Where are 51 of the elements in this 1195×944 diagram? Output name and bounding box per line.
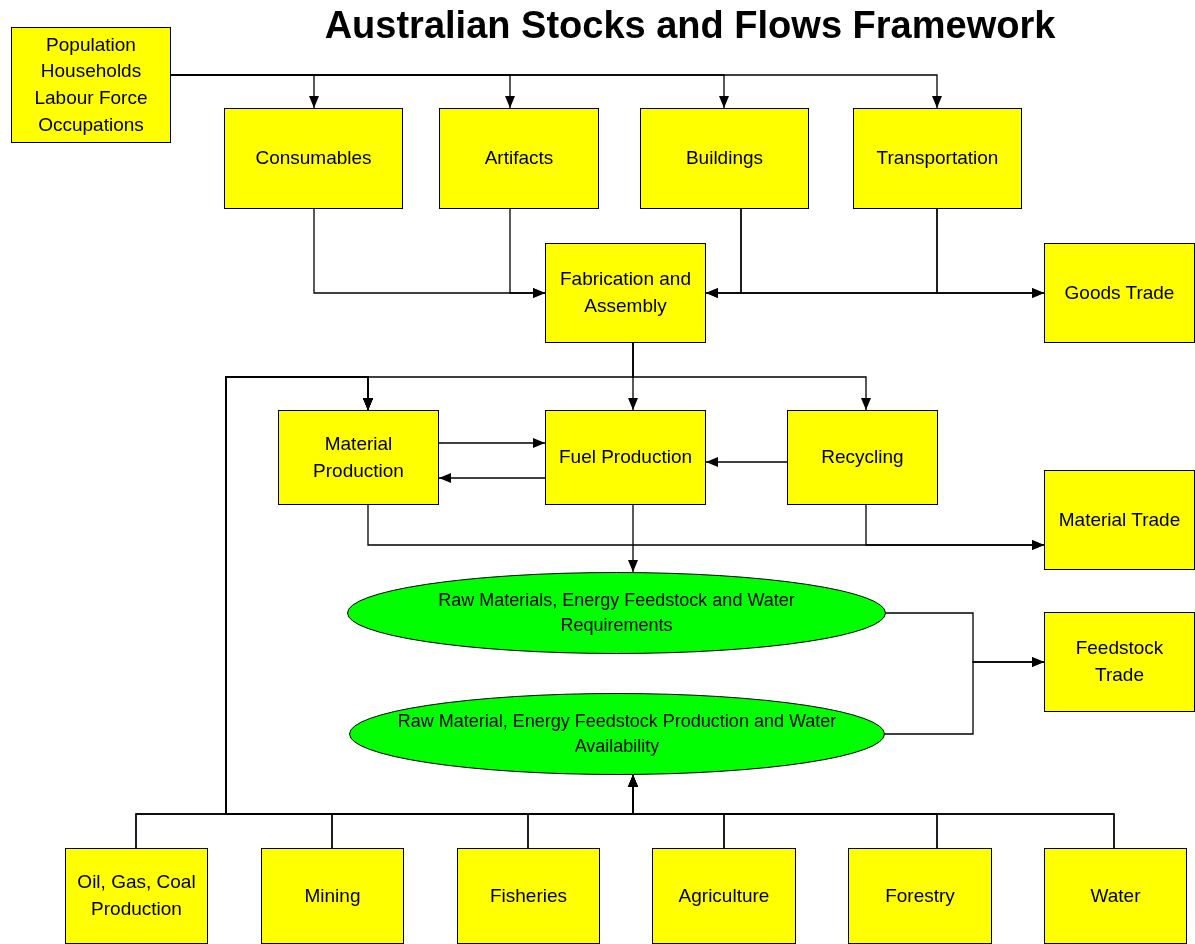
diagram-title: Australian Stocks and Flows Framework: [323, 4, 1057, 47]
node-label: Forestry: [885, 883, 955, 908]
arrow: [865, 504, 1045, 550]
node-label: Artifacts: [484, 146, 554, 171]
process-box: [261, 848, 404, 944]
process-box: [652, 848, 796, 944]
process-box: [11, 27, 171, 143]
ellipse-node: [349, 693, 885, 775]
node-label: Fisheries: [489, 883, 568, 908]
node-label: Agriculture: [678, 883, 770, 908]
process-box: [224, 108, 403, 209]
process-box: [545, 410, 706, 505]
node-label: Fuel Production: [558, 445, 693, 470]
arrow: [438, 438, 546, 448]
arrow: [936, 208, 1045, 298]
process-box: [1044, 470, 1195, 570]
process-box: [848, 848, 992, 944]
node-label: Raw Material, Energy Feedstock Production and Water Availability: [396, 709, 838, 758]
process-box: [65, 848, 208, 944]
process-box: [640, 108, 809, 209]
node-label: Population Households Labour Force Occupations: [33, 32, 149, 137]
process-box: [1044, 612, 1195, 712]
arrow: [884, 657, 1045, 735]
process-box: [439, 108, 599, 209]
process-box: [1044, 848, 1187, 944]
process-box: [457, 848, 600, 944]
arrow: [438, 473, 546, 483]
process-box: [1044, 243, 1195, 343]
node-label: Goods Trade: [1064, 280, 1175, 305]
node-label: Material Production: [312, 431, 405, 483]
node-label: Transportation: [876, 146, 999, 171]
process-box: [278, 410, 439, 505]
node-label: Mining: [304, 883, 361, 908]
arrow: [509, 208, 546, 298]
ellipse-node: [347, 572, 886, 654]
node-label: Raw Materials, Energy Feedstock and Water Requirements: [437, 588, 796, 637]
process-box: [545, 243, 706, 343]
node-label: Material Trade: [1058, 507, 1181, 532]
node-label: Oil, Gas, Coal Production: [76, 870, 197, 921]
node-label: Fabrication and Assembly: [559, 267, 692, 318]
node-label: Consumables: [255, 146, 372, 171]
node-label: Water: [1090, 883, 1141, 908]
node-label: Recycling: [821, 445, 904, 470]
arrow: [225, 376, 1115, 849]
arrow: [705, 457, 788, 467]
process-box: [853, 108, 1022, 209]
node-label: Buildings: [685, 146, 764, 171]
arrow: [628, 504, 638, 573]
node-label: Feedstock Trade: [1074, 636, 1165, 687]
arrow: [632, 342, 871, 411]
process-box: [787, 410, 938, 505]
